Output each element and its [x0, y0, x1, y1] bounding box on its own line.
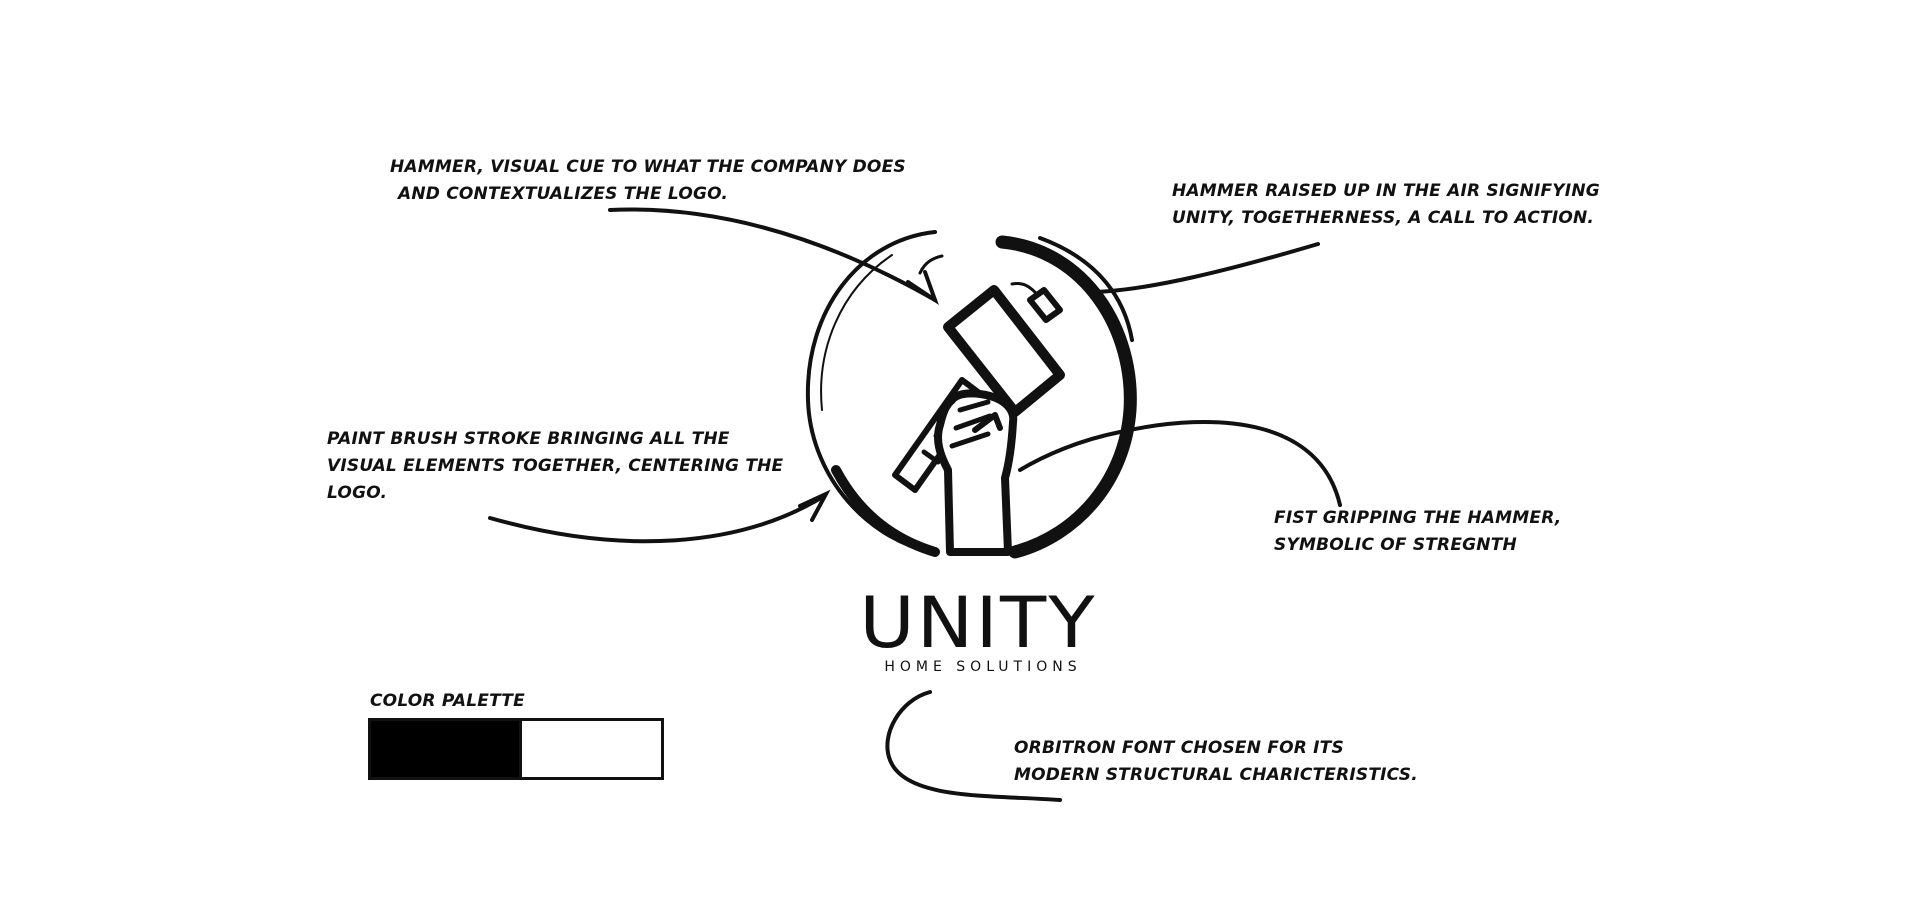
annotation-line: LOGO. — [327, 483, 388, 503]
wordmark-title: UNITY — [859, 582, 1097, 664]
color-palette-label: COLOR PALETTE — [370, 691, 525, 711]
annotation-brush-text: PAINT BRUSH STROKE BRINGING ALL THE VISU… — [327, 426, 783, 507]
annotation-line: HAMMER, VISUAL CUE TO WHAT THE COMPANY D… — [390, 157, 906, 177]
annotation-arrows — [488, 207, 1342, 802]
arrow-raised — [1093, 242, 1320, 294]
annotation-font-text: ORBITRON FONT CHOSEN FOR ITS MODERN STRU… — [1014, 735, 1418, 789]
annotation-hammer-text: HAMMER, VISUAL CUE TO WHAT THE COMPANY D… — [390, 154, 906, 208]
wordmark-subtitle: HOME SOLUTIONS — [884, 659, 1082, 675]
annotation-line: AND CONTEXTUALIZES THE LOGO. — [398, 184, 729, 204]
arrowhead-hammer — [906, 270, 939, 306]
annotation-fist-text: FIST GRIPPING THE HAMMER, SYMBOLIC OF ST… — [1274, 505, 1561, 559]
swatch-white — [519, 721, 661, 777]
annotation-line: MODERN STRUCTURAL CHARICTERISTICS. — [1014, 765, 1418, 785]
annotation-line: PAINT BRUSH STROKE BRINGING ALL THE — [327, 429, 730, 449]
arrow-hammer — [608, 207, 937, 302]
arrow-brush — [488, 494, 826, 544]
brush-stroke-ring — [805, 230, 1137, 559]
arrowhead-brush — [798, 489, 831, 522]
annotation-raised-text: HAMMER RAISED UP IN THE AIR SIGNIFYING U… — [1172, 178, 1600, 232]
color-palette — [368, 718, 664, 780]
annotation-line: HAMMER RAISED UP IN THE AIR SIGNIFYING — [1172, 181, 1600, 201]
arrow-fist — [1018, 419, 1342, 507]
annotation-line: ORBITRON FONT CHOSEN FOR ITS — [1014, 738, 1344, 758]
swatch-black — [371, 721, 519, 777]
arrow-font — [885, 690, 1062, 802]
annotation-line: SYMBOLIC OF STREGNTH — [1274, 535, 1517, 555]
annotation-line: FIST GRIPPING THE HAMMER, — [1274, 508, 1562, 528]
annotation-line: UNITY, TOGETHERNESS, A CALL TO ACTION. — [1172, 208, 1595, 228]
fist-icon — [934, 389, 1018, 556]
annotation-line: VISUAL ELEMENTS TOGETHER, CENTERING THE — [327, 456, 784, 476]
